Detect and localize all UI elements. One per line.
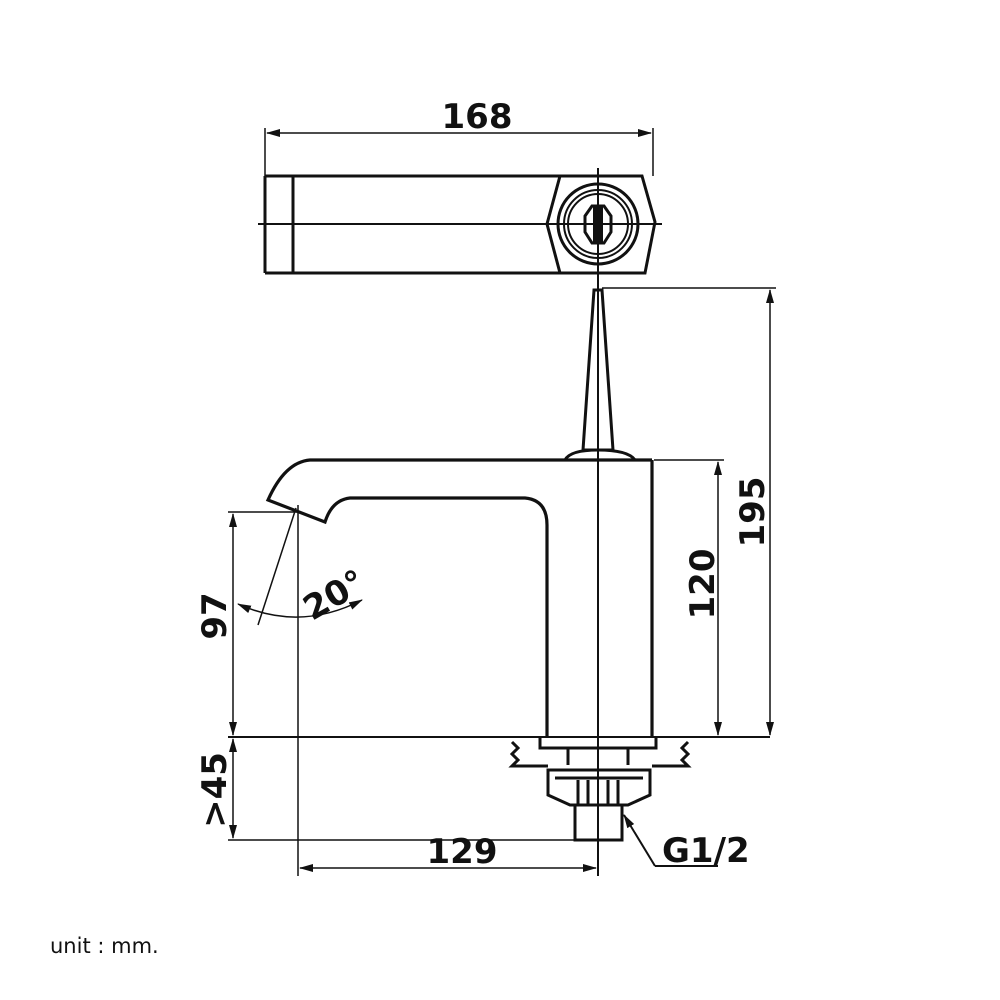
dimension-168 [264, 128, 654, 176]
dim-label-97: 97 [195, 592, 235, 639]
dim-label-angle: 20° [297, 562, 373, 629]
dimension-129 [297, 505, 597, 876]
thread-leader [623, 814, 718, 867]
dimension-120 [654, 459, 724, 736]
mounting-fittings [508, 737, 692, 842]
dimension-45 [228, 738, 578, 841]
dim-label-120: 120 [683, 549, 723, 620]
thread-label: G1/2 [662, 831, 750, 871]
faucet-body [228, 458, 770, 738]
lever-handle [563, 288, 637, 461]
dim-label-195: 195 [733, 477, 773, 548]
angle-20 [237, 507, 363, 626]
unit-label: unit : mm. [50, 934, 159, 958]
dimension-97 [228, 511, 300, 736]
dim-label-129: 129 [427, 832, 498, 872]
dim-label-45: >45 [195, 752, 235, 828]
dim-label-168: 168 [442, 97, 513, 137]
top-view [258, 174, 662, 275]
dimension-195 [602, 287, 776, 736]
